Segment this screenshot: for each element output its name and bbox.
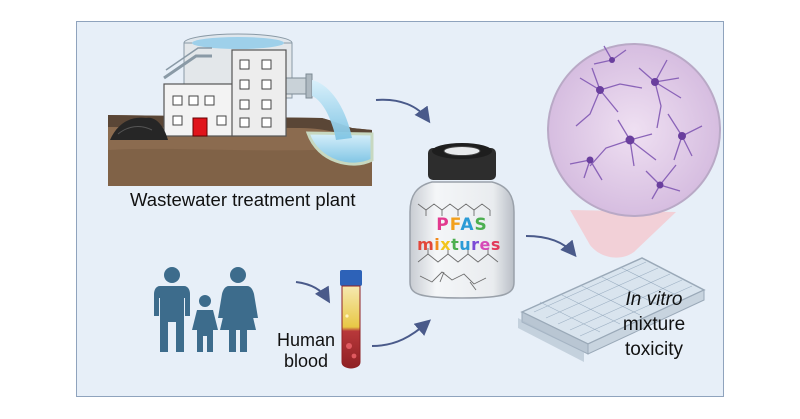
pfas-vial-illustration [409, 143, 515, 299]
human-blood-line1: Human [276, 330, 336, 350]
arrow-tube-to-vial [371, 319, 432, 347]
blood-tube-illustration [340, 270, 362, 369]
pfas-word-letter: S [474, 215, 488, 235]
wastewater-plant-label: Wastewater treatment plant [130, 189, 356, 210]
mix-word-letter: m [417, 235, 435, 254]
in-vitro-line: In vitro [625, 289, 683, 310]
arrow-wwtp-to-vial [375, 98, 431, 124]
in-vitro-toxicity-label: In vitro mixture toxicity [604, 287, 704, 362]
pfas-word-letter: P [436, 215, 450, 235]
human-blood-line2: blood [283, 351, 329, 371]
mix-word-letter: i [434, 235, 441, 254]
human-blood-label: Human blood [271, 330, 341, 372]
family-icon [154, 267, 258, 352]
mixtures-label: mixtures [409, 235, 509, 254]
mix-word-letter: u [459, 235, 472, 254]
toxicity-line: toxicity [624, 339, 684, 360]
wastewater-plant-illustration [108, 33, 374, 186]
arrow-vial-to-plate [525, 235, 577, 258]
mix-word-letter: t [451, 235, 460, 254]
mix-word-letter: s [490, 235, 501, 254]
well-plate-illustration [518, 257, 706, 362]
pfas-word-letter: A [460, 215, 475, 235]
pfas-label: PFAS [412, 215, 512, 235]
mix-word-letter: r [471, 235, 480, 254]
pfas-word-letter: F [449, 215, 461, 235]
mix-word-letter: x [440, 235, 452, 254]
mixture-line: mixture [622, 314, 686, 335]
arrow-family-to-tube [295, 281, 331, 304]
neuron-culture-illustration [547, 43, 721, 258]
flow-arrows [295, 98, 577, 347]
mix-word-letter: e [479, 235, 491, 254]
